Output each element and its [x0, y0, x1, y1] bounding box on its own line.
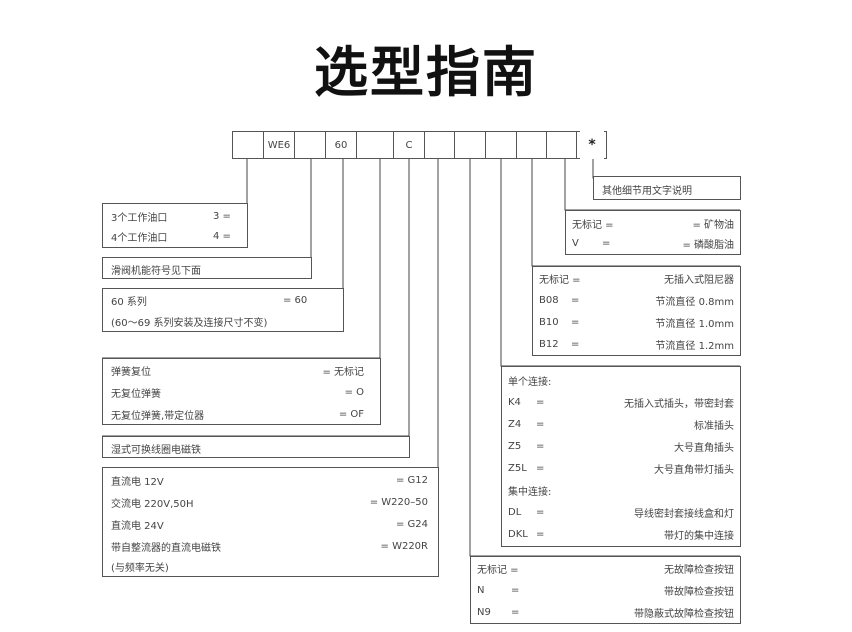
series-row: (60～69 系列安装及连接尺寸不变) [111, 317, 268, 329]
connection-row: DKL = 带灯的集中连接 [508, 528, 734, 542]
damper-row: B12 = 节流直径 1.2mm [539, 338, 734, 352]
connection-row: K4 = 无插入式插头，带密封套 [508, 396, 734, 410]
oil-row: 无标记 = = 矿物油 [572, 219, 734, 231]
seal-note-text: 其他细节用文字说明 [602, 185, 692, 197]
connection-row: 集中连接: [508, 486, 552, 498]
coil-box: 湿式可换线圈电磁铁 [102, 436, 410, 458]
voltage-box: 直流电 12V = G12 交流电 220V,50H = W220–50 直流电… [102, 467, 439, 577]
series-box: 60 系列 = 60 (60～69 系列安装及连接尺寸不变) [102, 288, 344, 332]
code-cell-star: * [580, 131, 604, 159]
symbol-text: 滑阀机能符号见下面 [111, 265, 201, 277]
override-row: N9 = 带隐蔽式故障检查按钮 [477, 606, 734, 620]
damper-row: 无标记 = 无插入式阻尼器 [539, 274, 734, 286]
connection-row: Z4 = 标准插头 [508, 418, 734, 432]
code-cell-slash [356, 131, 394, 159]
ports-row: 4个工作油口 4 = [111, 230, 231, 244]
ports-box: 3个工作油口 3 = 4个工作油口 4 = [102, 203, 248, 248]
code-cell-8 [454, 131, 486, 159]
code-cell-series: 60 [325, 131, 357, 159]
spring-row: 无复位弹簧 = O [111, 386, 364, 400]
voltage-row: (与频率无关) [111, 562, 169, 574]
connection-row: Z5 = 大号直角插头 [508, 440, 734, 454]
damper-row: B10 = 节流直径 1.0mm [539, 316, 734, 330]
code-cell-3 [294, 131, 326, 159]
symbol-box: 滑阀机能符号见下面 [102, 257, 312, 279]
connection-row: 单个连接: [508, 376, 552, 388]
oil-row: V = = 磷酸脂油 [572, 237, 734, 251]
seal-note-box: 其他细节用文字说明 [593, 176, 741, 200]
spring-box: 弹簧复位 = 无标记 无复位弹簧 = O 无复位弹簧,带定位器 = OF [102, 358, 381, 425]
code-cell-type: WE6 [263, 131, 295, 159]
voltage-row: 带自整流器的直流电磁铁 = W220R [111, 540, 428, 554]
coil-text: 湿式可换线圈电磁铁 [111, 444, 201, 456]
code-cell-7 [424, 131, 455, 159]
connection-row: DL = 导线密封套接线盒和灯 [508, 506, 734, 520]
code-cell-9 [485, 131, 517, 159]
code-cell-10 [516, 131, 547, 159]
voltage-row: 直流电 12V = G12 [111, 474, 428, 488]
page-title: 选型指南 [314, 41, 538, 104]
spring-row: 无复位弹簧,带定位器 = OF [111, 408, 364, 422]
override-row: 无标记 = 无故障检查按钮 [477, 564, 734, 576]
code-cell-11 [546, 131, 577, 159]
damper-row: B08 = 节流直径 0.8mm [539, 294, 734, 308]
spring-row: 弹簧复位 = 无标记 [111, 366, 364, 378]
voltage-row: 交流电 220V,50H = W220–50 [111, 496, 428, 510]
voltage-row: 直流电 24V = G24 [111, 518, 428, 532]
override-row: N = 带故障检查按钮 [477, 584, 734, 598]
code-cell-1 [232, 131, 264, 159]
connection-box: 单个连接: K4 = 无插入式插头，带密封套 Z4 = 标准插头 Z5 = 大号… [501, 366, 741, 547]
damper-box: 无标记 = 无插入式阻尼器 B08 = 节流直径 0.8mm B10 = 节流直… [532, 266, 741, 356]
oil-box: 无标记 = = 矿物油 V = = 磷酸脂油 [565, 210, 741, 255]
code-cell-coil: C [393, 131, 425, 159]
ports-row: 3个工作油口 3 = [111, 210, 231, 224]
connection-row: Z5L = 大号直角带灯插头 [508, 462, 734, 476]
series-row: 60 系列 = 60 [111, 294, 308, 308]
override-box: 无标记 = 无故障检查按钮 N = 带故障检查按钮 N9 = 带隐蔽式故障检查按… [470, 556, 741, 624]
